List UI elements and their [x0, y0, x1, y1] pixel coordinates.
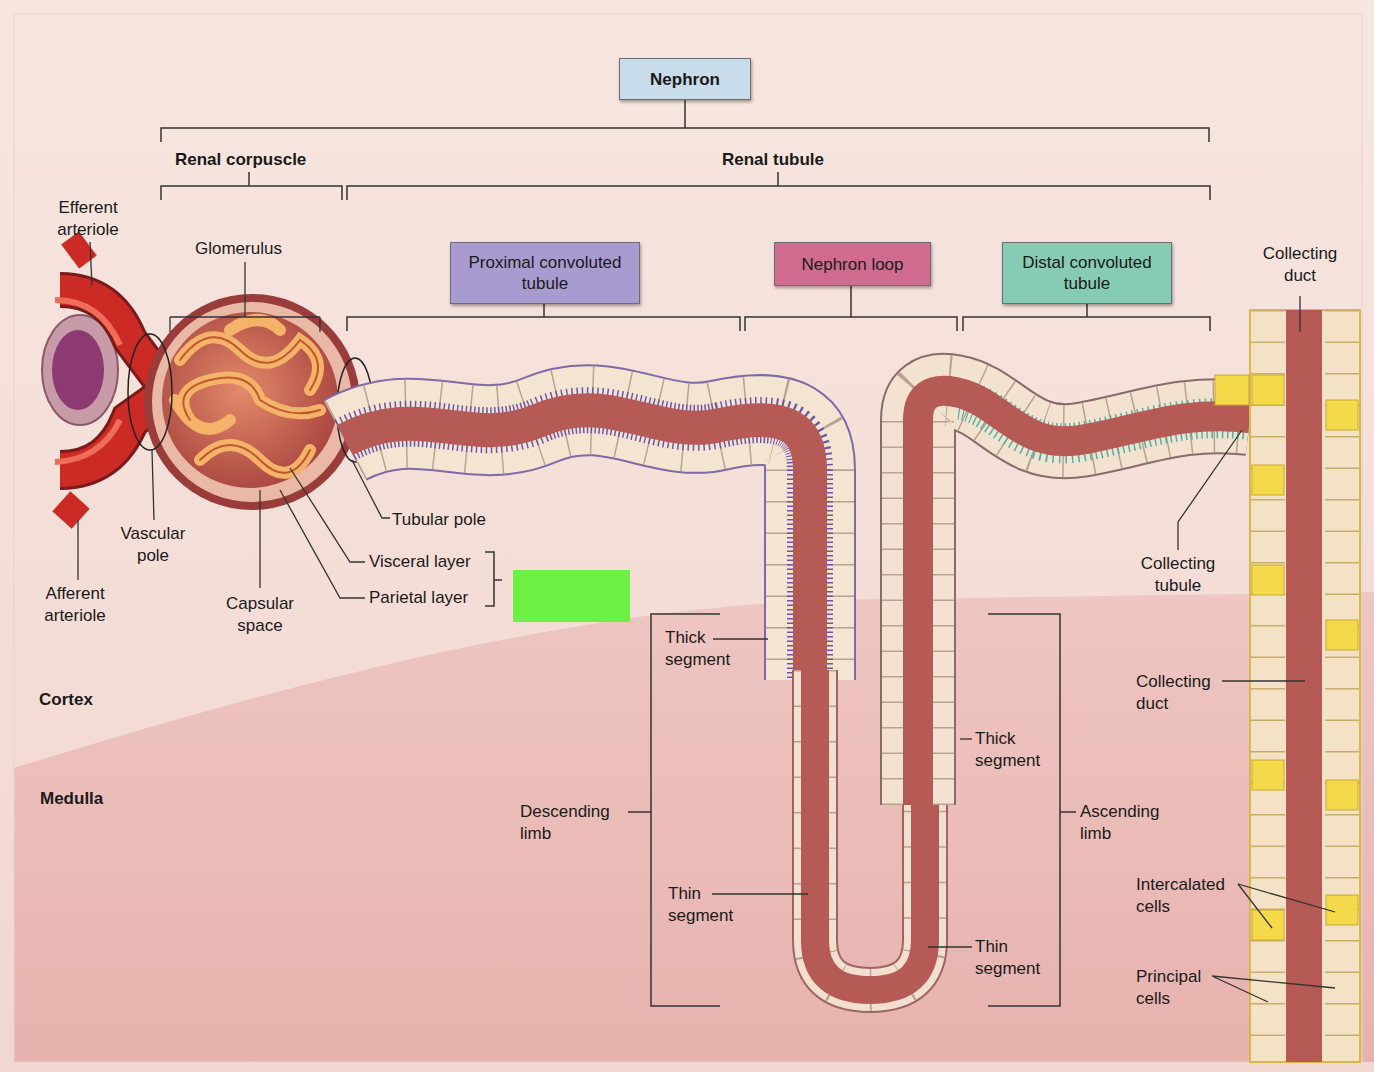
part-label: Collecting duct [1252, 243, 1348, 287]
part-label: Collecting duct [1136, 671, 1226, 715]
part-label: Parietal layer [369, 587, 489, 609]
part-label: Thin segment [975, 936, 1050, 980]
section-heading: Renal tubule [722, 149, 852, 171]
part-label: Descending limb [520, 801, 620, 845]
part-label: Thick segment [975, 728, 1050, 772]
part-label: Ascending limb [1080, 801, 1180, 845]
part-label: Intercalated cells [1136, 874, 1236, 918]
label-box: Distal convoluted tubule [1002, 242, 1172, 304]
part-label: Efferent arteriole [48, 197, 128, 241]
label-box: Nephron [619, 58, 751, 100]
part-label: Thick segment [665, 627, 735, 671]
section-heading: Renal corpuscle [175, 149, 325, 171]
box-text: Distal convoluted tubule [1003, 250, 1171, 296]
part-label: Glomerulus [195, 238, 305, 260]
box-text: Proximal convoluted tubule [451, 250, 639, 296]
label-box: Proximal convoluted tubule [450, 242, 640, 304]
section-heading: Cortex [39, 689, 119, 711]
part-label: Thin segment [668, 883, 738, 927]
part-label: Capsular space [215, 593, 305, 637]
part-label: Collecting tubule [1130, 553, 1226, 597]
part-label: Visceral layer [369, 551, 489, 573]
box-text: Nephron loop [795, 252, 909, 277]
box-text: Nephron [644, 67, 726, 92]
part-label: Principal cells [1136, 966, 1216, 1010]
section-heading: Medulla [40, 788, 130, 810]
part-label: Afferent arteriole [35, 583, 115, 627]
label-box: Nephron loop [774, 242, 931, 286]
part-label: Vascular pole [113, 523, 193, 567]
part-label: Tubular pole [392, 509, 512, 531]
